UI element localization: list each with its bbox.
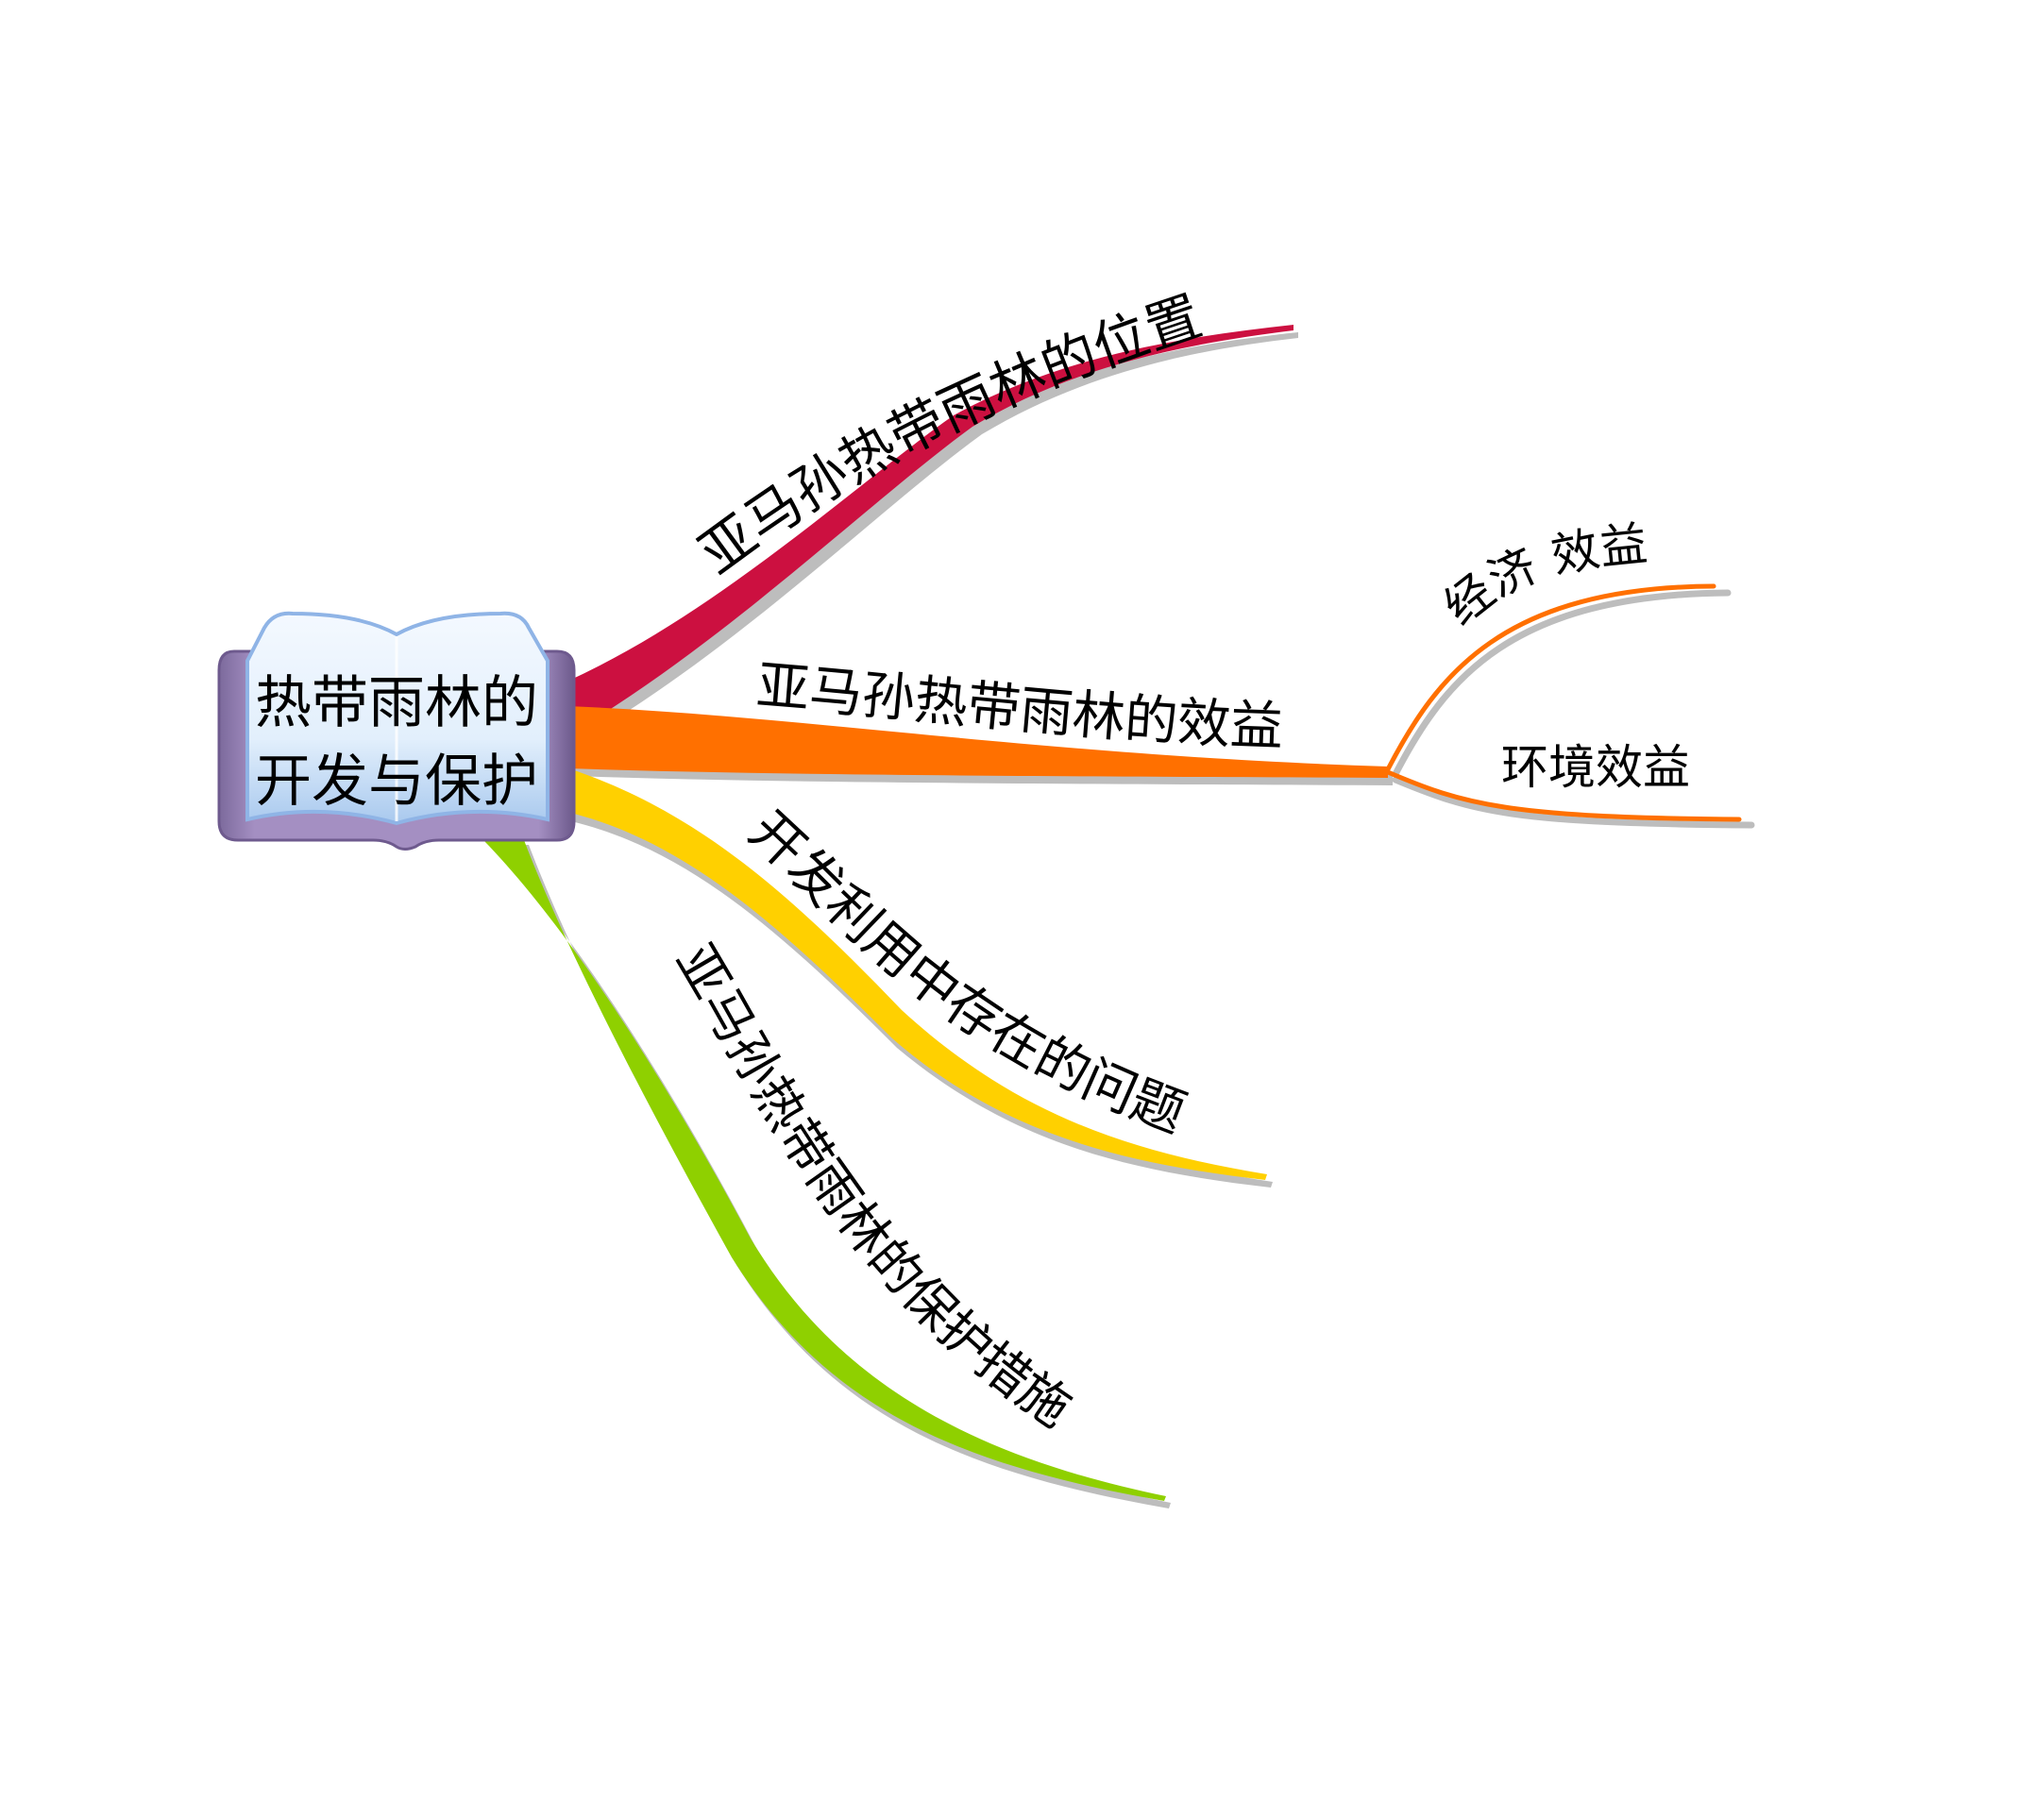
subbranch-economic-stroke (1385, 583, 1716, 772)
branch-protection-shadow (491, 845, 1171, 1508)
subbranch-environmental-label: 环境效益 (1501, 740, 1690, 795)
branch-problems-stroke (566, 769, 1267, 1180)
subbranch-environmental-shadow (1392, 776, 1755, 829)
central-topic-line2: 开发与保护 (255, 749, 538, 815)
central-topic-line1: 热带雨林的 (255, 670, 538, 736)
central-topic[interactable]: 热带雨林的 开发与保护 (217, 611, 576, 851)
subbranch-environmental[interactable]: 环境效益 (1385, 740, 1755, 829)
subbranch-environmental-stroke (1385, 769, 1742, 822)
subbranch-economic-shadow (1392, 589, 1732, 778)
subbranch-economic[interactable]: 经济 效益 (1385, 516, 1732, 778)
branch-location-label: 亚马孙热带雨林的位置 (687, 284, 1209, 587)
branch-benefits-stroke (566, 706, 1388, 778)
subbranch-economic-label: 经济 效益 (1434, 516, 1650, 636)
